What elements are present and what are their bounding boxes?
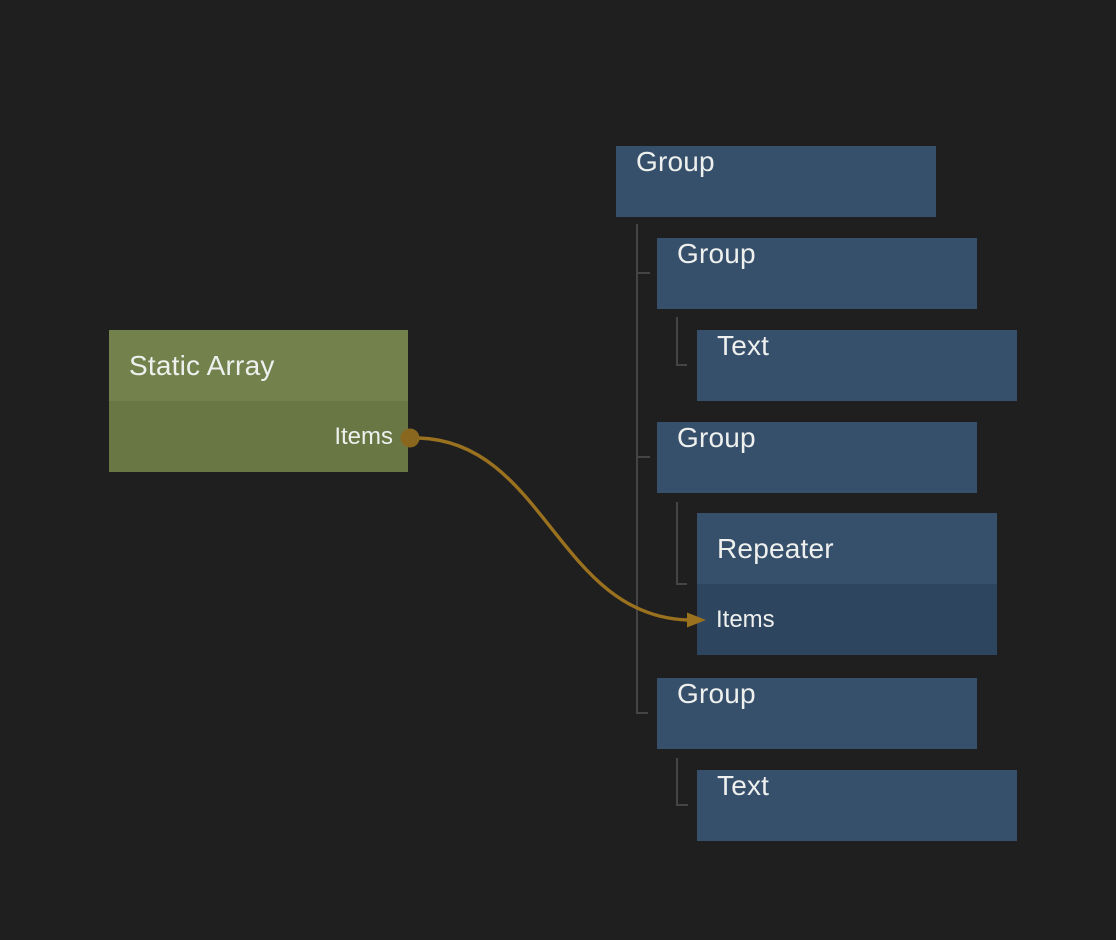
node-group-child-2[interactable]: Group (657, 422, 977, 493)
node-text-child-2[interactable]: Text (697, 770, 1017, 841)
node-title: Text (717, 770, 770, 801)
node-text-child-1[interactable]: Text (697, 330, 1017, 401)
node-title: Group (636, 146, 715, 177)
tree-line-repeater (676, 502, 687, 585)
node-title: Static Array (129, 349, 275, 381)
node-repeater[interactable]: Repeater Items (697, 513, 997, 655)
input-port-label: Items (716, 605, 775, 633)
node-title: Group (677, 422, 756, 453)
tree-line-root-children (636, 224, 648, 714)
node-group-child-3[interactable]: Group (657, 678, 977, 749)
node-repeater-header[interactable]: Repeater (697, 513, 997, 584)
node-title: Repeater (717, 532, 834, 564)
node-title: Text (717, 330, 770, 361)
node-group-root[interactable]: Group (616, 146, 936, 217)
connection-wire[interactable] (418, 436, 689, 622)
node-static-array[interactable]: Static Array Items (109, 330, 408, 472)
node-static-array-header[interactable]: Static Array (109, 330, 408, 401)
node-static-array-items-output-row[interactable]: Items (109, 401, 408, 472)
node-repeater-items-input-row[interactable]: Items (697, 584, 997, 655)
node-title: Group (677, 678, 756, 709)
node-title: Group (677, 238, 756, 269)
tree-line-text-child-1 (676, 317, 687, 366)
tree-line-text-child-2 (676, 758, 688, 806)
node-group-child-1[interactable]: Group (657, 238, 977, 309)
output-port-label: Items (334, 422, 393, 450)
